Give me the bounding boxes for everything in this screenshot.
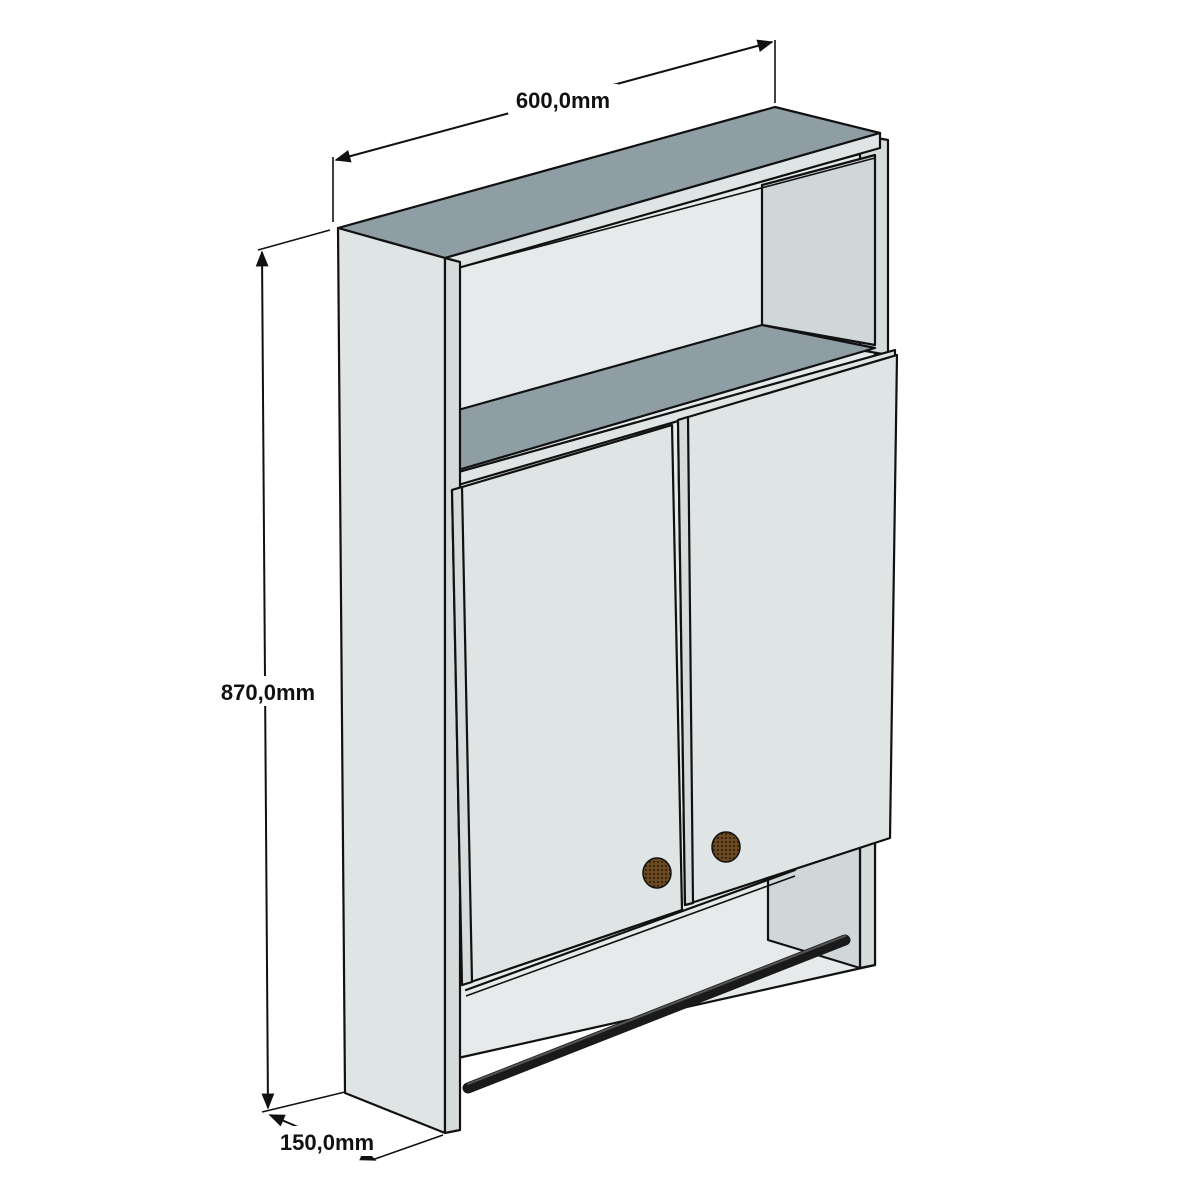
depth-dimension: 150,0mm [268,1114,444,1161]
right-door-edge [676,415,695,907]
right-door [676,353,899,907]
width-dimension: 600,0mm [332,39,776,222]
width-label: 600,0mm [516,88,610,113]
left-door-edge [450,485,474,987]
right-side-lower-leg [858,836,877,970]
open-compartment-inner-wall [760,153,877,347]
right-door-knob [711,831,741,863]
cabinet [336,105,899,1135]
towel-rod [462,934,851,1094]
left-side-panel-front [336,226,447,1135]
left-side-panel-inner [443,256,462,1135]
height-dimension: 870,0mm [212,229,346,1113]
left-door [450,423,684,987]
depth-label: 150,0mm [280,1130,374,1155]
left-door-knob [642,857,672,889]
height-label: 870,0mm [221,680,315,705]
